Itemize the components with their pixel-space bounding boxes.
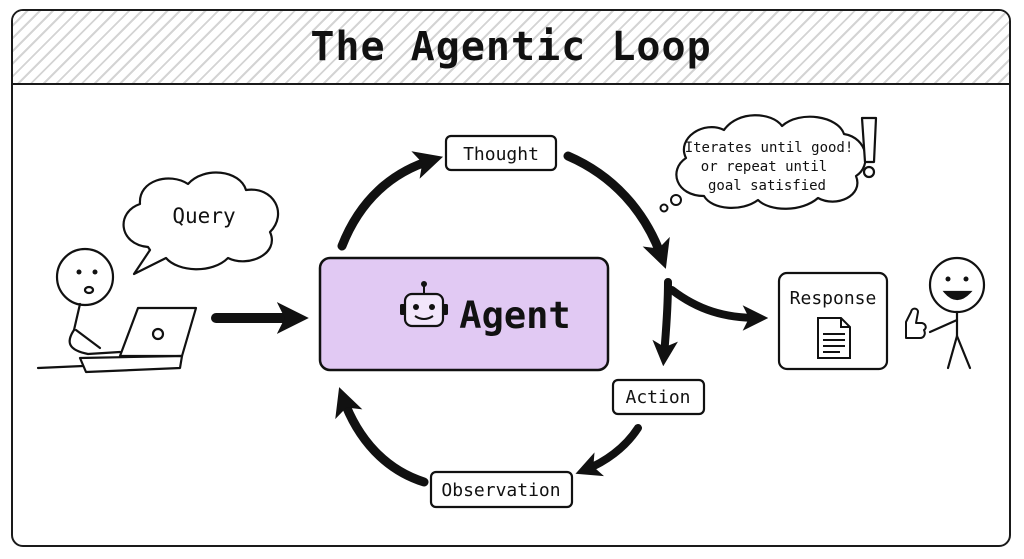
- exclamation-icon: [860, 116, 878, 179]
- document-icon: [817, 317, 851, 359]
- note-cloud: Iterates until good! or repeat until goa…: [659, 114, 867, 213]
- action-label: Action: [625, 387, 690, 408]
- user-figure: [36, 247, 130, 370]
- arrow-action-to-observation: [575, 424, 642, 477]
- title-banner: The Agentic Loop: [13, 11, 1009, 85]
- agent-label: Agent: [459, 294, 570, 337]
- arrow-to-action: [652, 278, 678, 367]
- note-line-1: Iterates until good!: [685, 140, 854, 156]
- response-node: Response: [777, 271, 889, 371]
- thumbs-up-icon: [905, 307, 927, 339]
- response-label: Response: [790, 288, 877, 309]
- happy-figure: [928, 256, 986, 370]
- laptop-icon: [78, 306, 198, 374]
- arrow-to-response: [668, 286, 769, 331]
- observation-label: Observation: [441, 480, 560, 501]
- action-node: Action: [611, 378, 706, 416]
- arrow-observation-to-agent: [335, 387, 429, 487]
- robot-icon: [400, 281, 448, 328]
- observation-node: Observation: [429, 470, 574, 509]
- query-label: Query: [172, 204, 235, 228]
- agent-node: Agent: [318, 256, 610, 372]
- note-line-2: or repeat until: [701, 159, 827, 175]
- thought-node: Thought: [444, 134, 558, 172]
- query-bubble: Query: [122, 171, 280, 276]
- arrow-agent-to-thought: [337, 151, 444, 251]
- arrow-thought-to-action: [563, 151, 670, 269]
- page-title: The Agentic Loop: [310, 24, 712, 70]
- thought-label: Thought: [463, 144, 539, 165]
- note-line-3: goal satisfied: [708, 178, 826, 194]
